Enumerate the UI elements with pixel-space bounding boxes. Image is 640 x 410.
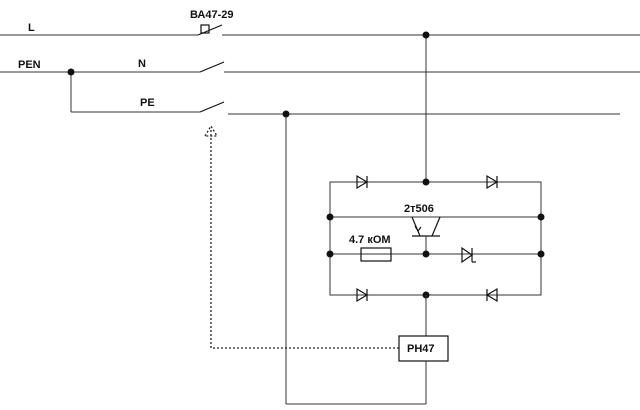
diode-bottom-left	[356, 287, 369, 303]
diode-top-left	[356, 174, 369, 190]
dot-rail-middle-center	[422, 250, 430, 258]
dot-bridge-top	[422, 178, 430, 186]
dot-rail-upper-right	[537, 213, 545, 221]
control-link	[203, 124, 399, 349]
label-breaker: ВА47-29	[190, 9, 233, 21]
dot-pen-junction	[67, 68, 75, 76]
control-arrow-icon	[203, 124, 219, 137]
label-pe: PE	[140, 97, 155, 109]
transistor-emitter	[431, 216, 441, 237]
diode-bottom-right	[485, 287, 498, 303]
label-resistor: 4.7 кОМ	[349, 234, 391, 246]
label-l: L	[28, 22, 35, 34]
breaker-contact-pe	[199, 101, 225, 113]
label-n: N	[138, 58, 146, 70]
bridge-outline	[329, 181, 542, 296]
label-relay: РН47	[407, 343, 435, 355]
bus-lines	[0, 34, 640, 115]
dot-rail-middle-left	[326, 250, 334, 258]
diode-top-right	[486, 174, 499, 190]
transistor-symbol	[411, 216, 441, 254]
bridge-block	[326, 31, 545, 303]
transistor-collector	[411, 216, 421, 237]
dot-rail-upper-left	[326, 213, 334, 221]
control-dotted-line	[210, 130, 399, 349]
dot-rail-middle-right	[537, 250, 545, 258]
resistor-symbol	[360, 247, 392, 262]
relay-block	[67, 68, 449, 405]
dot-l-junction	[422, 31, 430, 39]
label-pen: PEN	[18, 59, 41, 71]
diode-middle	[461, 246, 476, 264]
breaker-contact-n	[199, 61, 225, 73]
breaker-thermal-mark	[200, 24, 210, 34]
dot-pe-junction	[282, 110, 290, 118]
breaker-contacts	[197, 24, 225, 113]
label-transistor: 2т506	[404, 203, 434, 215]
